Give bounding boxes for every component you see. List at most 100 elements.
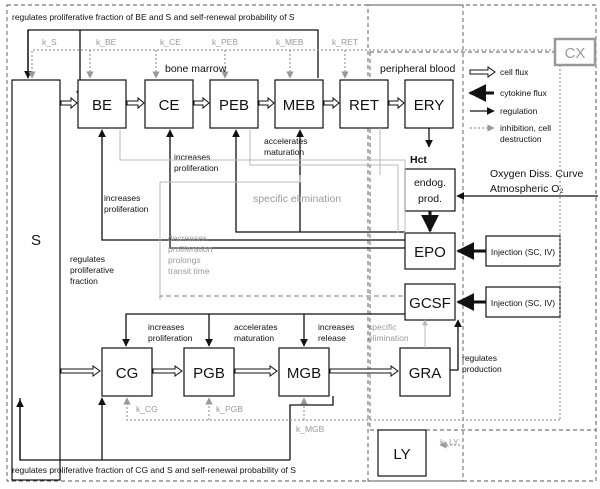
- increases-proliferation-cg-1: increases: [148, 322, 184, 332]
- accelerates-maturation-meb-2: maturation: [264, 147, 304, 157]
- specific-elimination-gcsf-1: specific: [368, 322, 397, 332]
- be-label: BE: [92, 97, 112, 114]
- gra-to-gcsf: [450, 319, 462, 371]
- rate-k-meb: k_MEB: [276, 37, 304, 47]
- blood-inner-compartment: [369, 51, 597, 431]
- cx-box: [553, 37, 597, 67]
- regulates-production-2: production: [462, 364, 502, 374]
- decreases-2: proliferation: [168, 244, 213, 254]
- increases-proliferation-cg-2: proliferation: [148, 333, 193, 343]
- specific-elimination-gcsf-2: elimination: [368, 333, 409, 343]
- bottom-destruction-line: [123, 397, 560, 421]
- bottom-regulation-label: regulates proliferative fraction of CG a…: [12, 465, 296, 475]
- specific-elimination-epo: specific elimination: [253, 193, 341, 205]
- regulates-prolif-2: proliferative: [70, 265, 114, 275]
- epo-label: EPO: [414, 244, 446, 261]
- cg-label: CG: [116, 365, 139, 382]
- pgb-label: PGB: [193, 365, 225, 382]
- ret-label: RET: [349, 97, 379, 114]
- legend-cell-flux: cell flux: [500, 67, 529, 77]
- gcsf-label: GCSF: [409, 295, 451, 312]
- oxygen-label-2: Atmospheric O₂: [490, 183, 564, 195]
- regulates-production-1: regulates: [462, 353, 497, 363]
- ery-box: [404, 79, 454, 129]
- increases-proliferation-ce-1: increases: [174, 152, 210, 162]
- endog-label-2: prod.: [418, 193, 442, 205]
- rate-k-cg: k_CG: [136, 404, 158, 414]
- mgb-label: MGB: [287, 365, 321, 382]
- increases-release-1: increases: [318, 322, 354, 332]
- bone-marrow-label: bone marrow: [165, 63, 227, 75]
- rate-k-pgb: k_PGB: [216, 404, 243, 414]
- regulates-prolif-3: fraction: [70, 276, 98, 286]
- rate-k-peb: k_PEB: [212, 37, 238, 47]
- ery-label: ERY: [414, 97, 445, 114]
- injection-epo-box: [485, 235, 561, 267]
- cx-destruction-line: [28, 49, 555, 79]
- legend-inhibition-1: inhibition, cell: [500, 123, 551, 133]
- injection-gcsf-box: [485, 286, 561, 318]
- decreases-3: prolongs: [168, 255, 201, 265]
- ce-box: [144, 79, 194, 129]
- legend-cell-flux-icon: [469, 66, 496, 78]
- rate-k-s: k_S: [42, 37, 57, 47]
- decreases-path: [159, 175, 301, 300]
- legend-cytokine-flux: cytokine flux: [500, 88, 548, 98]
- legend-inhibition-2: destruction: [500, 134, 542, 144]
- peb-label: PEB: [219, 97, 249, 114]
- accelerates-maturation-meb-1: accelerates: [264, 136, 307, 146]
- regulates-prolif-1: regulates: [70, 254, 105, 264]
- legend-regulation: regulation: [500, 106, 538, 116]
- top-regulation-label: regulates proliferative fraction of BE a…: [12, 12, 295, 22]
- epo-to-ce: [166, 129, 405, 249]
- gra-label: GRA: [409, 365, 442, 382]
- peripheral-blood-label: peripheral blood: [380, 63, 455, 75]
- rate-k-ly: k_LY: [440, 437, 459, 447]
- increases-proliferation-be-2: proliferation: [104, 204, 149, 214]
- hct-label: Hct: [410, 154, 427, 166]
- epo-box: [404, 232, 456, 270]
- epo-to-be: [98, 129, 405, 241]
- mgb-regulation-line: [289, 396, 334, 460]
- injection-epo-label: Injection (SC, IV): [491, 247, 555, 257]
- pgb-box: [183, 347, 235, 397]
- rate-k-ce: k_CE: [160, 37, 181, 47]
- rate-k-be: k_BE: [96, 37, 117, 47]
- decreases-4: transit time: [168, 266, 210, 276]
- peripheral-blood-compartment: [367, 4, 597, 482]
- be-box: [77, 79, 127, 129]
- increases-release-2: release: [318, 333, 346, 343]
- accelerates-maturation-pgb-2: maturation: [234, 333, 274, 343]
- specific-elimination-path: [119, 130, 406, 233]
- s-box: [11, 79, 61, 481]
- ly-box: [377, 429, 427, 477]
- specific-elimination-path-2: [249, 130, 399, 233]
- oxygen-label-1: Oxygen Diss. Curve: [490, 168, 584, 180]
- endog-label-1: endog.: [414, 177, 446, 189]
- increases-proliferation-be-1: increases: [104, 193, 140, 203]
- cg-box: [101, 347, 153, 397]
- gcsf-box: [404, 283, 456, 321]
- gcsf-to-cg: [122, 313, 405, 347]
- ret-box: [339, 79, 389, 129]
- decreases-1: decreases: [168, 233, 207, 243]
- accelerates-maturation-pgb-1: accelerates: [234, 322, 277, 332]
- meb-label: MEB: [283, 97, 316, 114]
- rate-k-mgb: k_MGB: [296, 424, 325, 434]
- mgb-box: [278, 347, 330, 397]
- epo-to-peb: [232, 129, 405, 233]
- cx-label: CX: [565, 45, 586, 62]
- decreases-inhibition-line: [159, 295, 403, 300]
- cell-flux-arrows-bottom: [60, 365, 399, 377]
- legend: cell flux cytokine flux regulation inhib…: [468, 66, 551, 144]
- ce-label: CE: [159, 97, 180, 114]
- injection-gcsf-label: Injection (SC, IV): [491, 298, 555, 308]
- peb-box: [209, 79, 259, 129]
- gra-box: [399, 347, 451, 397]
- ly-label: LY: [393, 446, 410, 463]
- increases-proliferation-ce-2: proliferation: [174, 163, 219, 173]
- s-label: S: [31, 232, 41, 249]
- rate-k-ret: k_RET: [332, 37, 358, 47]
- meb-box: [274, 79, 324, 129]
